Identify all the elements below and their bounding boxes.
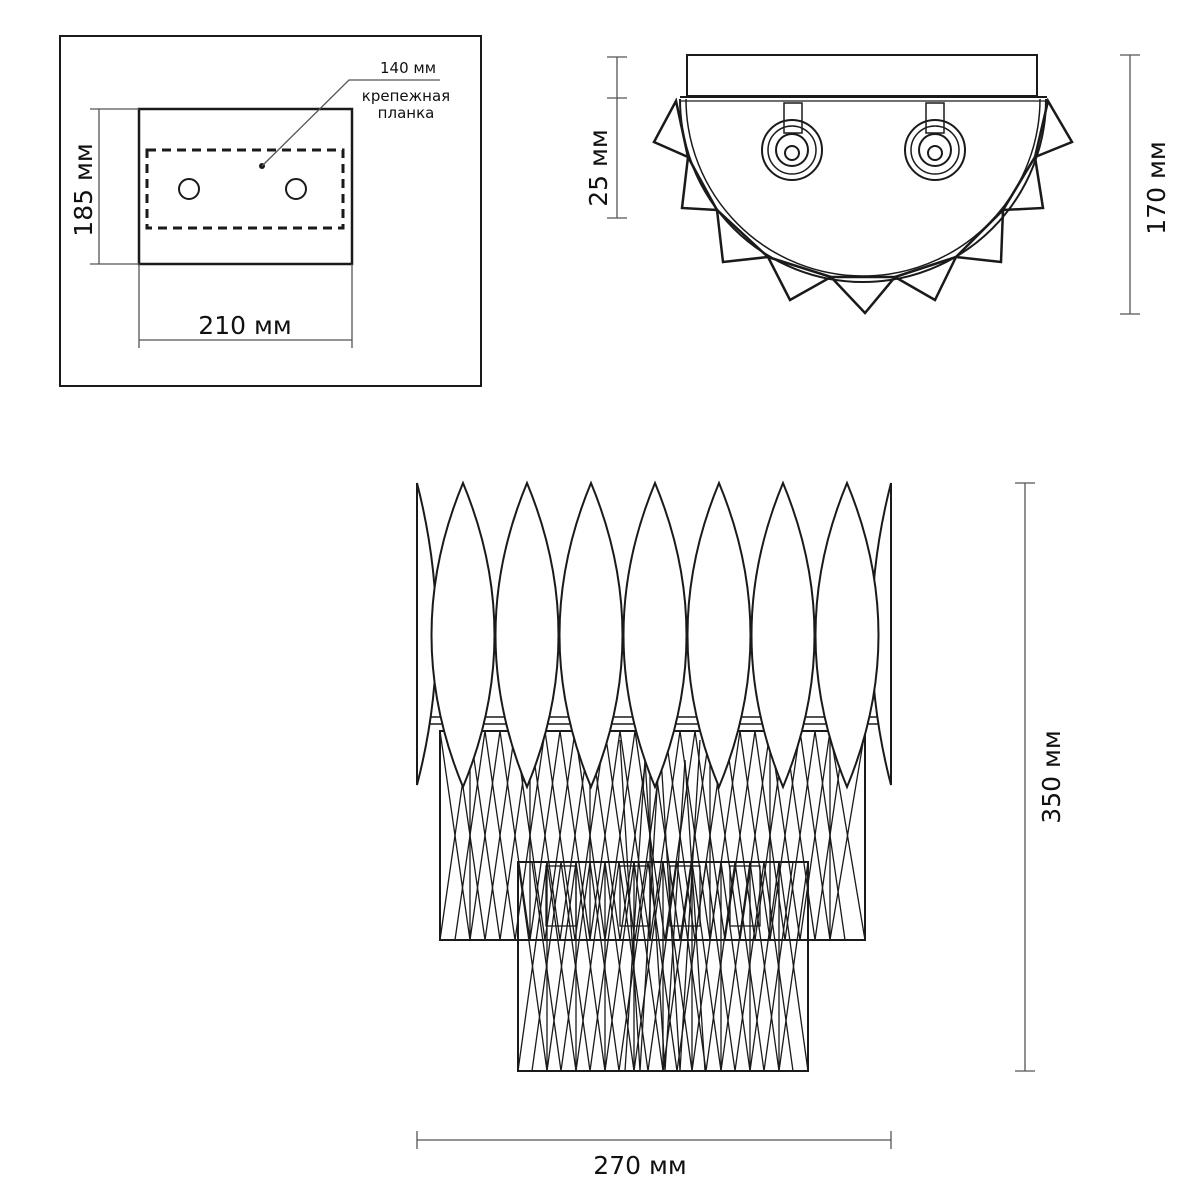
mounting-hole-right <box>285 178 307 200</box>
leaf-crystal <box>494 480 560 790</box>
mounting-plate-view: 140 мм крепежная планка 185 мм 210 мм <box>59 35 482 387</box>
plate-width-label: 210 мм <box>198 311 291 340</box>
top-view: 25 мм 170 мм <box>584 54 1171 315</box>
leaf-crystal <box>750 480 816 790</box>
plate-thickness-label: 25 мм <box>584 129 613 206</box>
leaf-crystal <box>686 480 752 790</box>
bracket-width-label: 140 мм <box>380 59 436 77</box>
bracket-label-line1: крепежная <box>362 87 450 105</box>
leaf-crystal <box>622 480 688 790</box>
bracket-leader-line <box>261 79 440 167</box>
mounting-plate-frame <box>59 35 482 387</box>
height-label: 350 мм <box>1037 730 1066 823</box>
width-label: 270 мм <box>593 1151 686 1180</box>
leaf-crystal <box>430 480 496 790</box>
canopy-arc-outer <box>679 98 1047 283</box>
mounting-bracket-outline <box>145 148 345 230</box>
crystal-pendants-top <box>652 97 1074 315</box>
mounting-hole-left <box>178 178 200 200</box>
leaf-crystal-row <box>416 480 892 790</box>
leaf-crystal <box>814 480 880 790</box>
canopy-arc-inner <box>685 98 1041 277</box>
plate-height-label: 185 мм <box>69 143 98 236</box>
mounting-plate-outline <box>137 107 354 266</box>
wall-plate-top <box>686 54 1038 97</box>
front-view: 350 мм 270 мм <box>416 480 1066 1180</box>
leaf-crystal <box>558 480 624 790</box>
socket-right <box>904 102 966 181</box>
bracket-label-line2: планка <box>378 104 435 122</box>
depth-label: 170 мм <box>1142 141 1171 234</box>
socket-left <box>761 102 823 181</box>
